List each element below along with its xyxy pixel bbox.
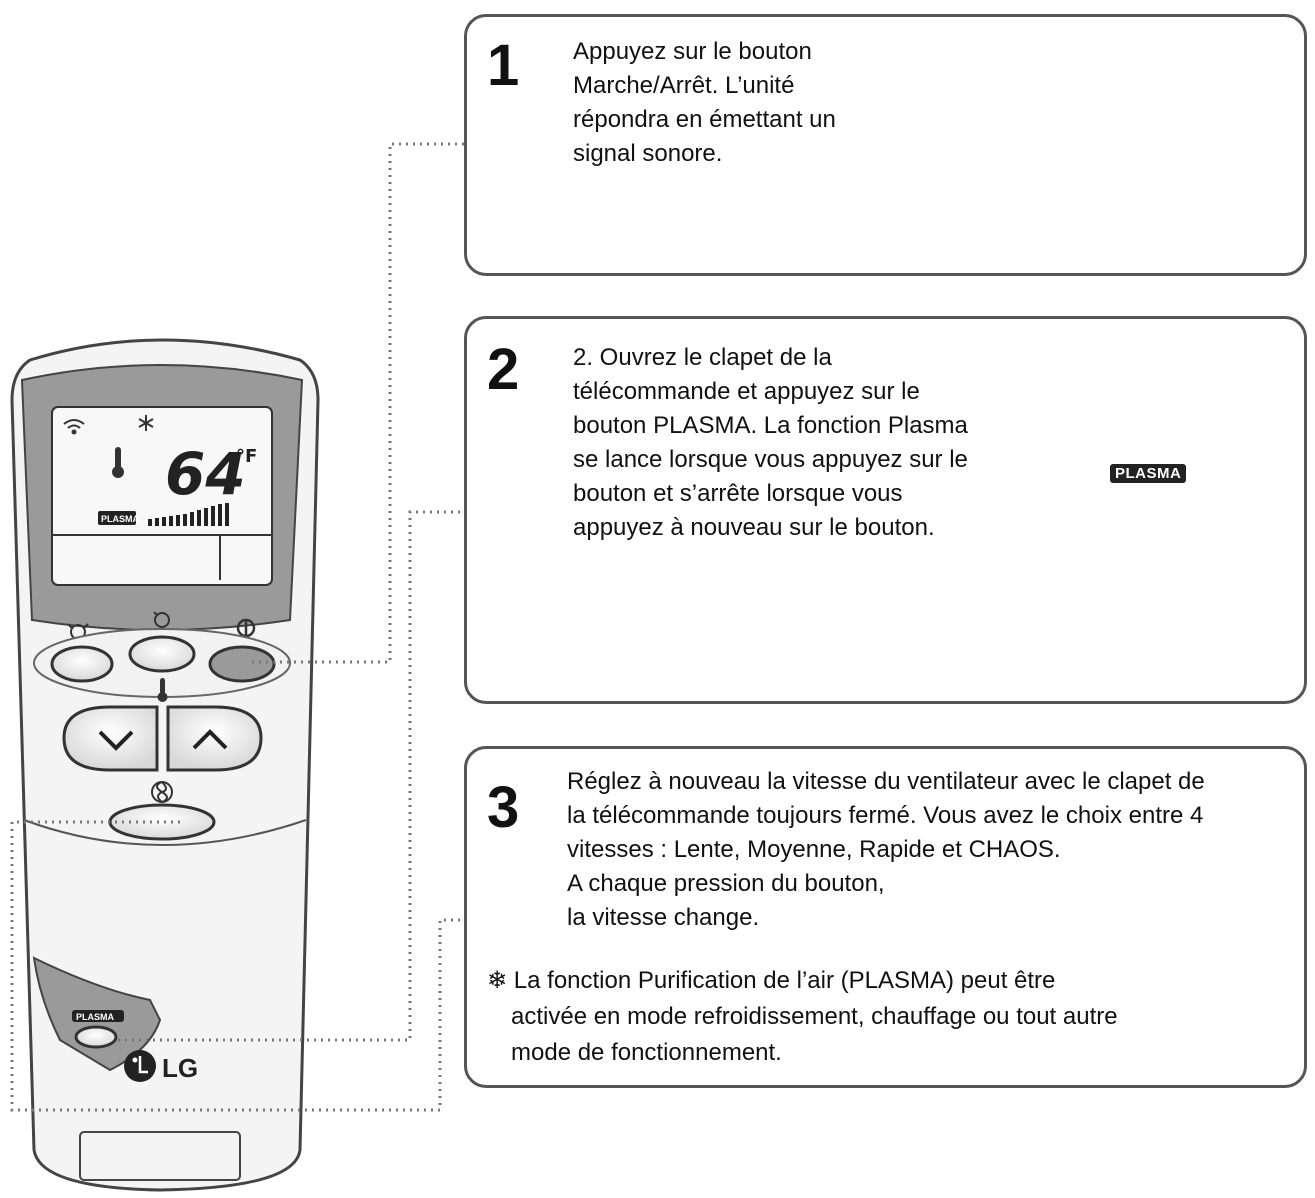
step-2-number: 2 — [487, 337, 520, 402]
snowflake-icon — [138, 415, 154, 431]
flap-plasma-label: PLASMA — [76, 1012, 115, 1022]
lcd-temperature: 64 — [165, 440, 246, 508]
connector-lines — [10, 142, 464, 1112]
thermometer-icon — [157, 678, 168, 702]
chevron-up-icon — [192, 729, 228, 750]
step-1-box: 1 Appuyez sur le bouton Marche/Arrêt. L’… — [464, 14, 1307, 276]
power-icon — [236, 618, 256, 638]
plasma-note: ❄ La fonction Purification de l’air (PLA… — [487, 963, 1147, 1071]
battery-cover — [79, 1131, 241, 1181]
chevron-down-icon — [98, 730, 134, 751]
lcd-screen — [51, 406, 273, 586]
step-3-number: 3 — [487, 775, 520, 840]
lg-logo: LG — [124, 1050, 198, 1083]
thermometer-icon — [112, 447, 124, 478]
connector-step-1 — [252, 142, 464, 664]
step-3-text: Réglez à nouveau la vitesse du ventilate… — [567, 768, 1205, 931]
step-1-text: Appuyez sur le bouton Marche/Arrêt. L’un… — [573, 38, 836, 167]
lcd-plasma-label: PLASMA — [101, 514, 140, 524]
note-line-3: mode de fonctionnement. — [511, 1039, 782, 1066]
plasma-button-label: PLASMA — [1110, 464, 1187, 483]
lcd-unit: °F — [236, 446, 257, 467]
swing-button[interactable] — [50, 645, 114, 683]
fan-speed-button[interactable] — [108, 803, 216, 841]
remote-plasma-button[interactable] — [74, 1025, 118, 1049]
wifi-icon — [63, 419, 85, 435]
mode-icon — [153, 611, 170, 628]
power-button[interactable] — [208, 645, 276, 683]
lcd-speed-bars — [148, 503, 229, 526]
note-symbol: ❄ — [487, 967, 508, 994]
temp-down-button[interactable] — [62, 705, 159, 772]
svg-text:LG: LG — [162, 1053, 198, 1083]
step-1-number: 1 — [487, 33, 520, 98]
step-2-box: 2 2. Ouvrez le clapet de la télécommande… — [464, 316, 1307, 704]
note-line-2: activée en mode refroidissement, chauffa… — [511, 1003, 1118, 1030]
mode-button[interactable] — [128, 635, 196, 673]
connector-step-3 — [10, 820, 464, 1112]
note-line-1: La fonction Purification de l’air (PLASM… — [513, 967, 1056, 994]
step-2-text: 2. Ouvrez le clapet de la télécommande e… — [573, 344, 968, 541]
step-3-box: 3 Réglez à nouveau la vitesse du ventila… — [464, 746, 1307, 1088]
connector-step-2 — [118, 510, 464, 1042]
fan-icon — [151, 781, 173, 804]
